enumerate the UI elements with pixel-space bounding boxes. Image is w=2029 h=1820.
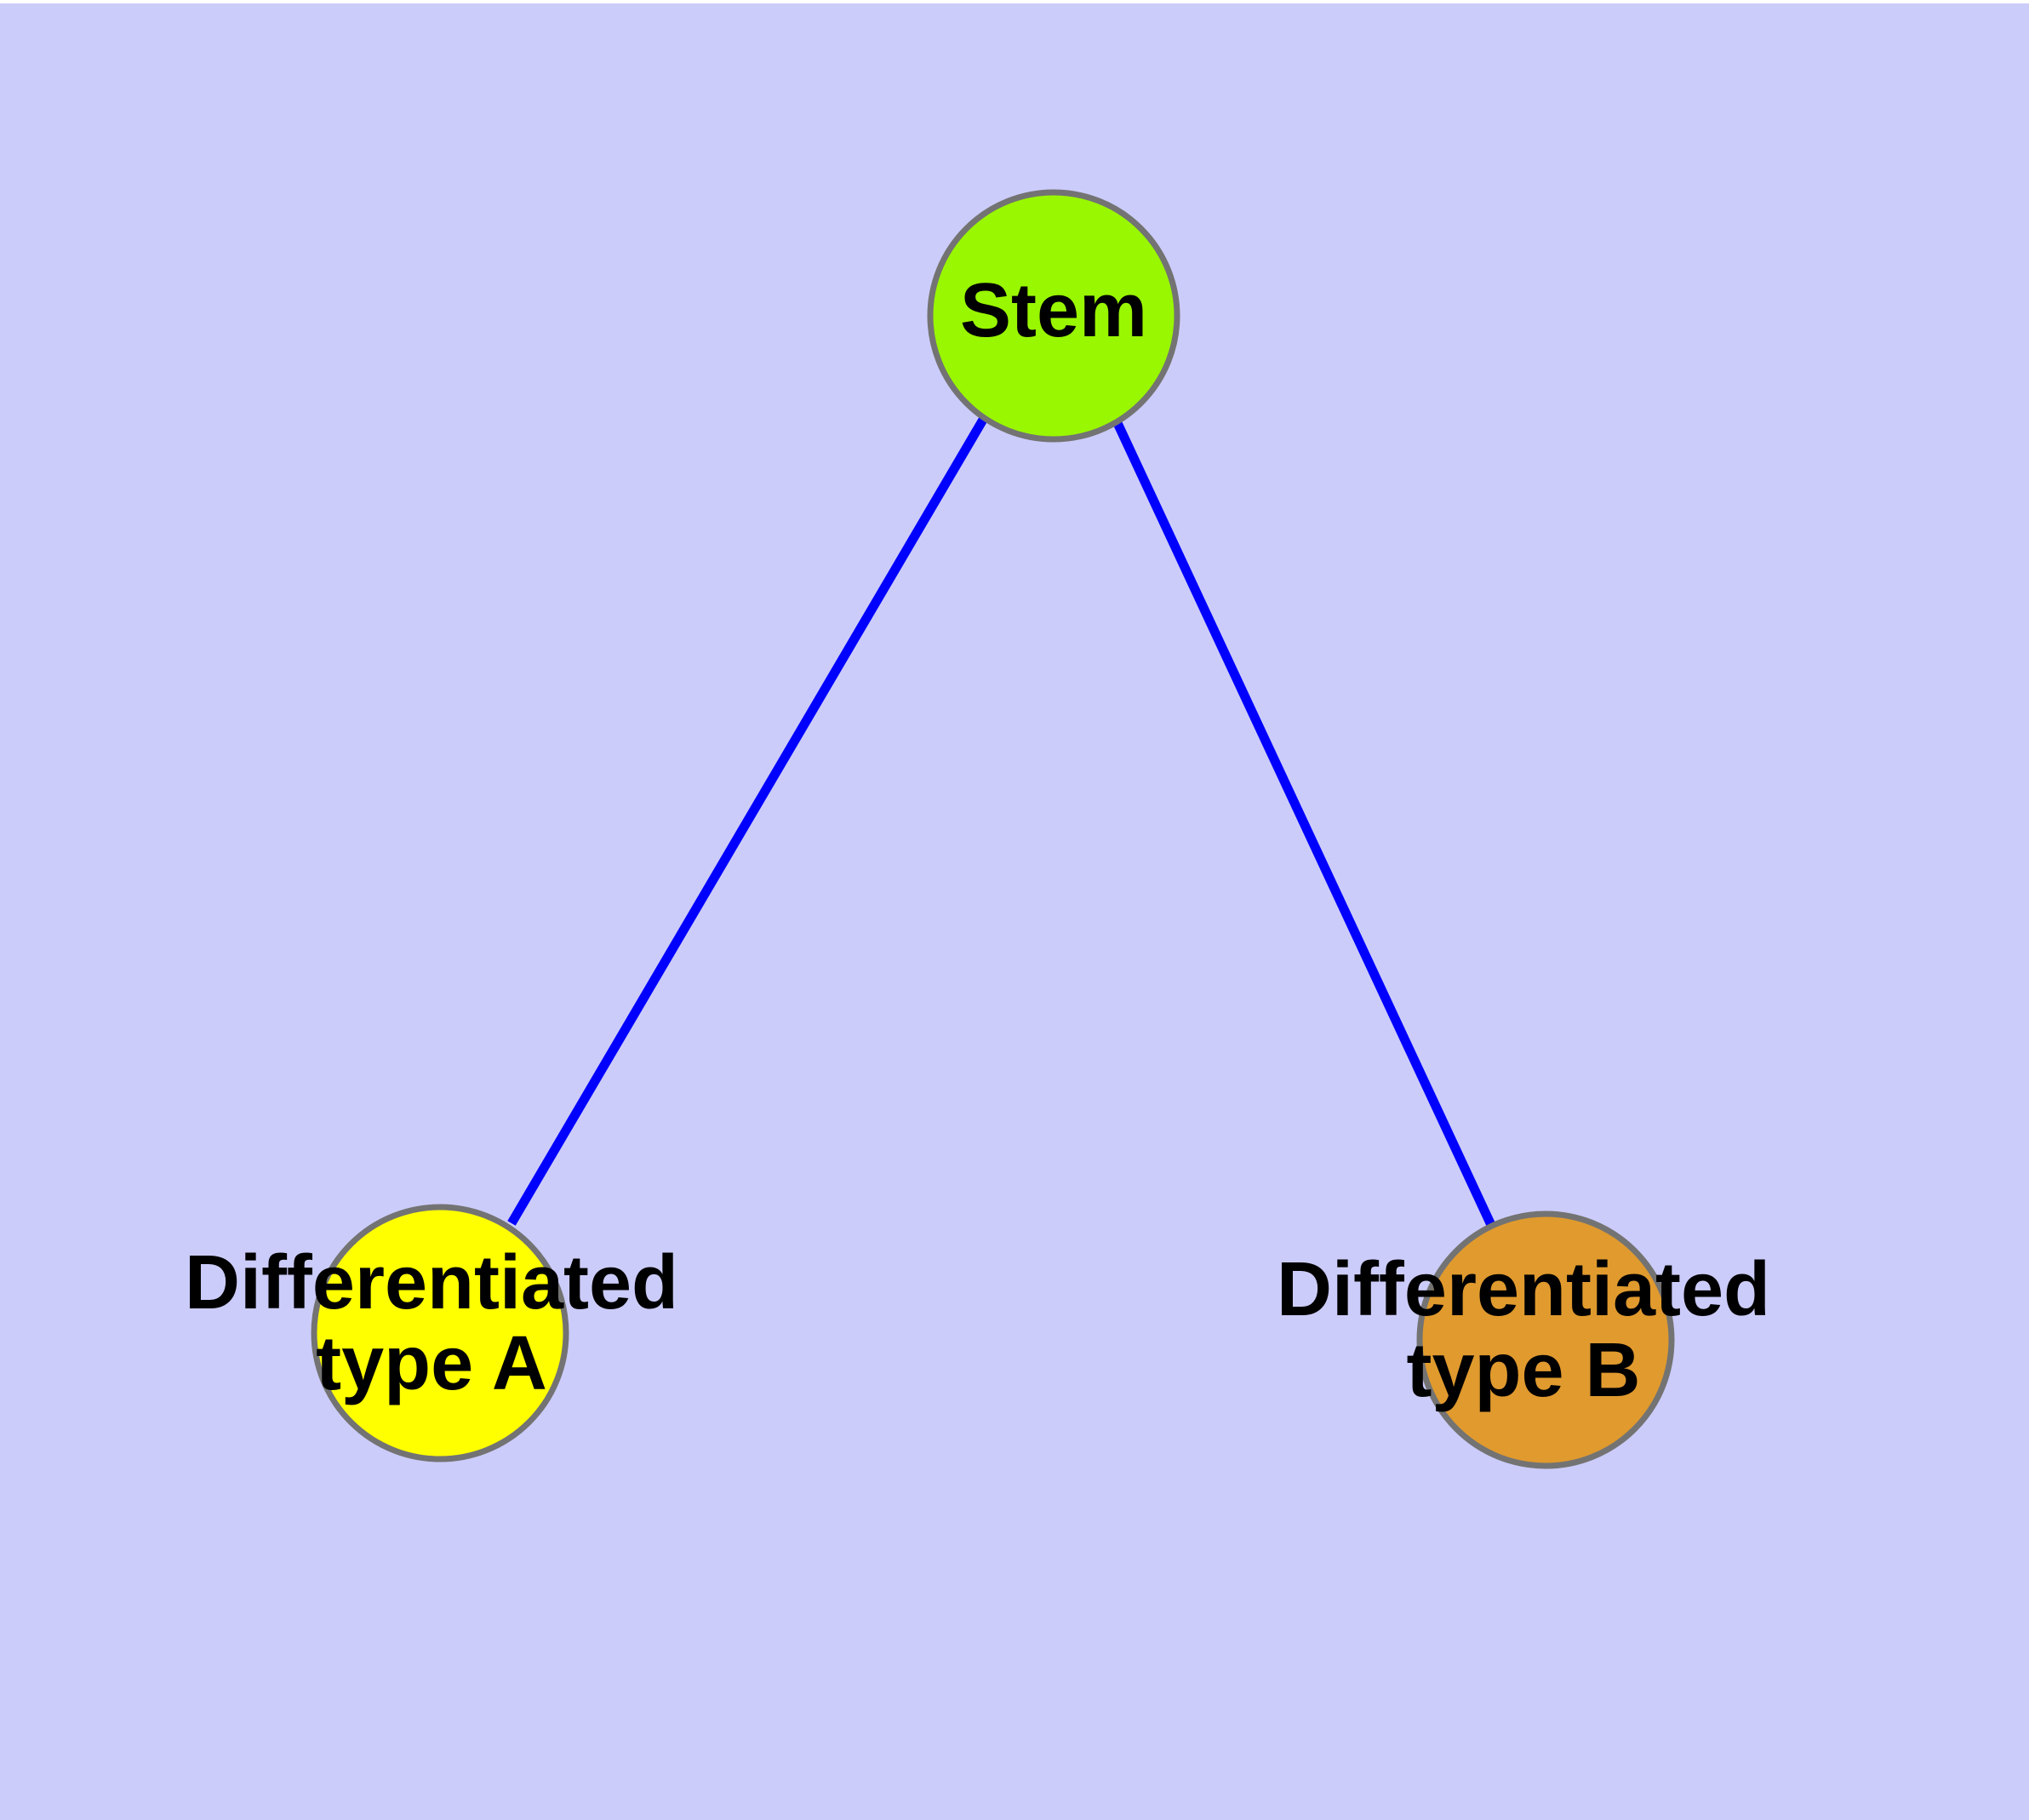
node-layer xyxy=(311,189,1675,1469)
node-stem[interactable] xyxy=(927,189,1180,443)
node-diff-a[interactable] xyxy=(311,1204,569,1462)
node-diff-b[interactable] xyxy=(1416,1210,1675,1469)
edge-stem-to-diff-a xyxy=(507,417,987,1226)
edge-stem-to-diff-b xyxy=(1113,421,1495,1228)
edge-layer xyxy=(507,417,1495,1228)
